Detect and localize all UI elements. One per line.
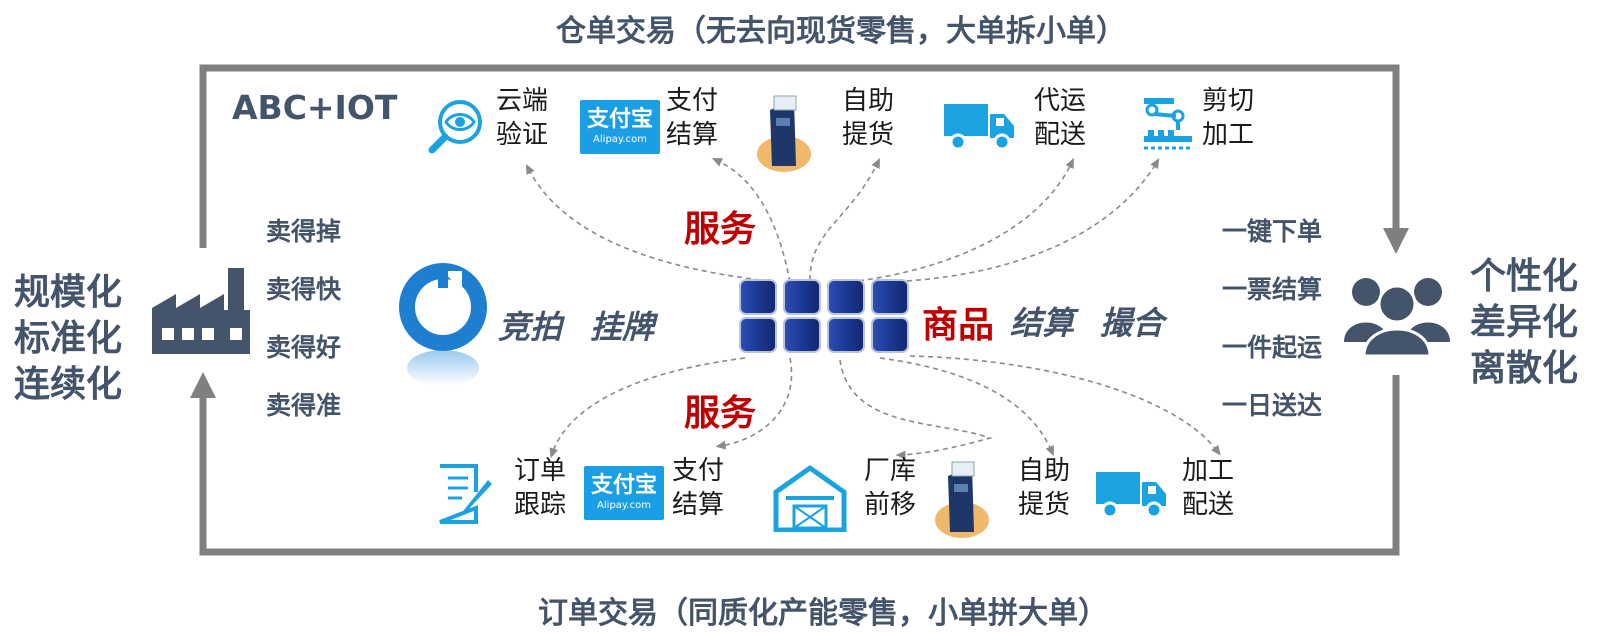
people-icon — [1344, 278, 1450, 356]
top-service-delivery: 代运配送 — [1034, 86, 1087, 150]
listing-label: 挂牌 — [590, 308, 655, 346]
platform-logo-icon — [399, 263, 487, 386]
top-flow-title: 仓单交易（无去向现货零售，大单拆小单） — [556, 14, 1126, 49]
top-service-cutting: 剪切加工 — [1202, 86, 1255, 150]
bottom-flow-title: 订单交易（同质化产能零售，小单拼大单） — [538, 596, 1108, 631]
magnifier-eye-icon — [428, 100, 482, 154]
document-pen-icon — [439, 464, 492, 524]
top-flow-arrow — [199, 64, 1400, 248]
right-word: 离散化 — [1470, 348, 1579, 389]
top-service-self-pickup: 自助提货 — [842, 86, 895, 150]
settle-label: 结算 — [1010, 304, 1075, 342]
factory-icon — [152, 268, 250, 354]
truck-icon — [944, 104, 1014, 151]
abc-iot-label: ABC+IOT — [232, 88, 398, 127]
bottom-service-order-tracking: 订单跟踪 — [514, 456, 567, 520]
bottom-flow-arrowhead — [190, 372, 216, 398]
alipay-logo: 支付宝 Alipay.com — [584, 466, 664, 520]
goods-barrels-icon — [739, 279, 909, 353]
match-label: 撮合 — [1100, 304, 1165, 342]
left-list: 卖得掉 卖得快 卖得好 卖得准 — [266, 212, 341, 444]
right-list-item: 一日送达 — [1222, 391, 1323, 420]
left-list-item: 卖得掉 — [266, 217, 342, 246]
left-word: 标准化 — [14, 318, 123, 359]
truck-icon — [1096, 472, 1166, 519]
service-label-top: 服务 — [684, 209, 757, 250]
left-word: 连续化 — [14, 364, 123, 405]
robot-arm-icon — [1144, 98, 1192, 150]
kiosk-icon — [935, 461, 989, 538]
right-list-item: 一件起运 — [1222, 333, 1323, 362]
bottom-service-payment: 支付结算 — [672, 456, 725, 520]
right-word: 差异化 — [1470, 302, 1579, 343]
bottom-service-factory-forward: 厂库前移 — [864, 456, 917, 520]
left-list-item: 卖得准 — [266, 391, 342, 420]
right-word: 个性化 — [1470, 256, 1579, 297]
left-word: 规模化 — [14, 272, 123, 313]
alipay-logo: 支付宝 Alipay.com — [580, 100, 660, 154]
right-list: 一键下单 一票结算 一件起运 一日送达 — [1222, 212, 1322, 444]
left-list-item: 卖得好 — [266, 333, 342, 362]
warehouse-icon — [773, 464, 847, 532]
goods-label: 商品 — [922, 305, 995, 346]
left-characteristics: 规模化 标准化 连续化 — [14, 270, 122, 408]
right-list-item: 一票结算 — [1222, 275, 1323, 304]
right-characteristics: 个性化 差异化 离散化 — [1470, 254, 1578, 392]
bottom-service-links — [549, 355, 1221, 460]
bottom-service-self-pickup: 自助提货 — [1018, 456, 1071, 520]
top-service-cloud-verify: 云端验证 — [496, 86, 549, 150]
bottom-service-processing-delivery: 加工配送 — [1182, 456, 1235, 520]
auction-label: 竞拍 — [498, 308, 563, 346]
top-service-links — [525, 157, 1160, 283]
left-list-item: 卖得快 — [266, 275, 342, 304]
service-label-bottom: 服务 — [684, 393, 757, 434]
top-service-payment: 支付结算 — [666, 86, 719, 150]
kiosk-icon — [757, 95, 811, 172]
right-list-item: 一键下单 — [1222, 217, 1323, 246]
bottom-flow-arrow — [199, 375, 1400, 556]
top-flow-arrowhead — [1383, 228, 1409, 254]
